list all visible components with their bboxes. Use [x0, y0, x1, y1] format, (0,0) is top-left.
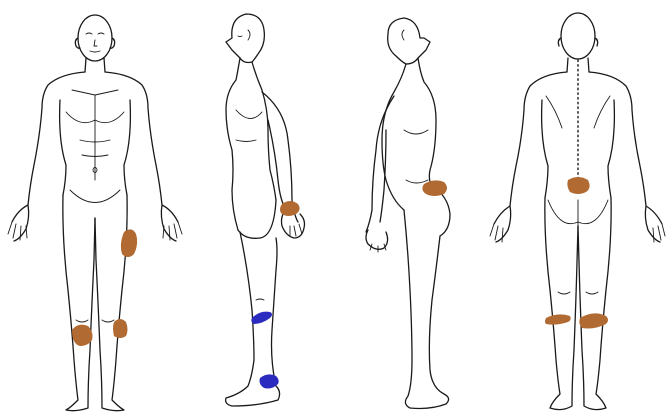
back-left-calf-marker: [579, 313, 608, 328]
front-left-knee-marker: [113, 319, 128, 338]
front-right-knee-marker: [72, 325, 93, 346]
body-back-view-icon: [490, 13, 665, 410]
body-front-view-icon: [8, 15, 182, 411]
right-side-view-figure: [226, 14, 305, 406]
front-left-thigh-marker: [121, 229, 137, 257]
back-view-figure: [490, 13, 665, 410]
front-view-figure: [8, 15, 182, 411]
back-lower-back-marker: [567, 177, 589, 194]
left-side-hip-marker: [422, 180, 447, 196]
body-left-side-view-icon: [366, 18, 450, 409]
left-side-view-figure: [366, 18, 450, 409]
right-side-shin-marker: [251, 312, 272, 324]
back-right-calf-marker: [545, 314, 571, 324]
